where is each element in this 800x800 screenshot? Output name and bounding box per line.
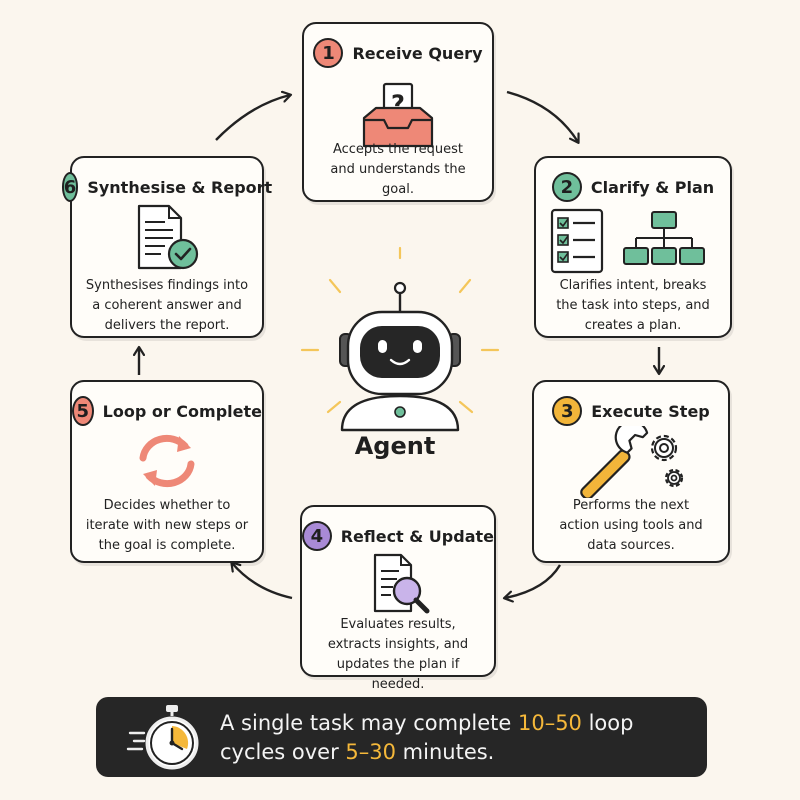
step-title: Synthesise & Report <box>87 177 273 197</box>
arrow-4-to-5 <box>232 563 293 600</box>
duration-value: 5–30 <box>345 740 396 764</box>
step-description: Evaluates results, extracts insights, an… <box>327 617 469 692</box>
step-title: Reflect & Update <box>340 526 494 546</box>
refresh-loop-icon <box>72 430 262 492</box>
step-number-badge: 1 <box>313 38 344 68</box>
step-title: Loop or Complete <box>102 401 262 421</box>
step-number-badge: 4 <box>302 521 332 551</box>
report-check-icon <box>72 204 262 274</box>
step-title: Receive Query <box>352 43 483 63</box>
wrench-gears-icon <box>534 426 728 498</box>
stopwatch-icon <box>126 705 199 770</box>
checklist-flowchart-icon <box>536 208 730 274</box>
step-card-loop-complete: 5 Loop or Complete Decides whether to it… <box>70 380 264 563</box>
step-card-reflect-update: 4 Reflect & Update Evaluates results, ex… <box>300 505 496 692</box>
document-magnifier-icon <box>302 553 494 619</box>
step-card-synthesise-report: 6 Synthesise & Report Synthesises findin… <box>61 156 272 338</box>
step-card-execute-step: 3 Execute Step Performs the next action … <box>532 380 730 563</box>
arrow-1-to-2 <box>506 90 578 142</box>
step-description: Clarifies intent, breaks the task into s… <box>556 278 710 333</box>
footer-text: A single task may complete 10–50 loop cy… <box>220 711 634 764</box>
step-number-badge: 2 <box>551 172 582 202</box>
step-description: Accepts the request and understands the … <box>330 142 466 197</box>
footer-banner: A single task may complete 10–50 loop cy… <box>96 697 707 777</box>
step-card-receive-query: 1 Receive Query ? Accepts the request an… <box>302 22 494 202</box>
step-number-badge: 5 <box>72 396 94 426</box>
step-description: Synthesises findings into a coherent ans… <box>85 278 249 333</box>
agent-robot-icon <box>300 246 500 432</box>
step-number-badge: 3 <box>552 396 583 426</box>
inbox-question-icon: ? <box>304 80 492 152</box>
agent-label: Agent <box>354 432 436 460</box>
step-card-clarify-plan: 2 Clarify & Plan Clarifies intent, break… <box>534 156 732 338</box>
loop-cycles-value: 10–50 <box>517 711 582 735</box>
step-number-badge: 6 <box>61 172 79 202</box>
step-description: Performs the next action using tools and… <box>559 498 703 553</box>
step-title: Execute Step <box>591 401 710 421</box>
arrow-6-to-1 <box>215 95 290 141</box>
step-description: Decides whether to iterate with new step… <box>85 498 249 553</box>
step-title: Clarify & Plan <box>590 177 715 197</box>
arrow-3-to-4 <box>505 564 562 598</box>
